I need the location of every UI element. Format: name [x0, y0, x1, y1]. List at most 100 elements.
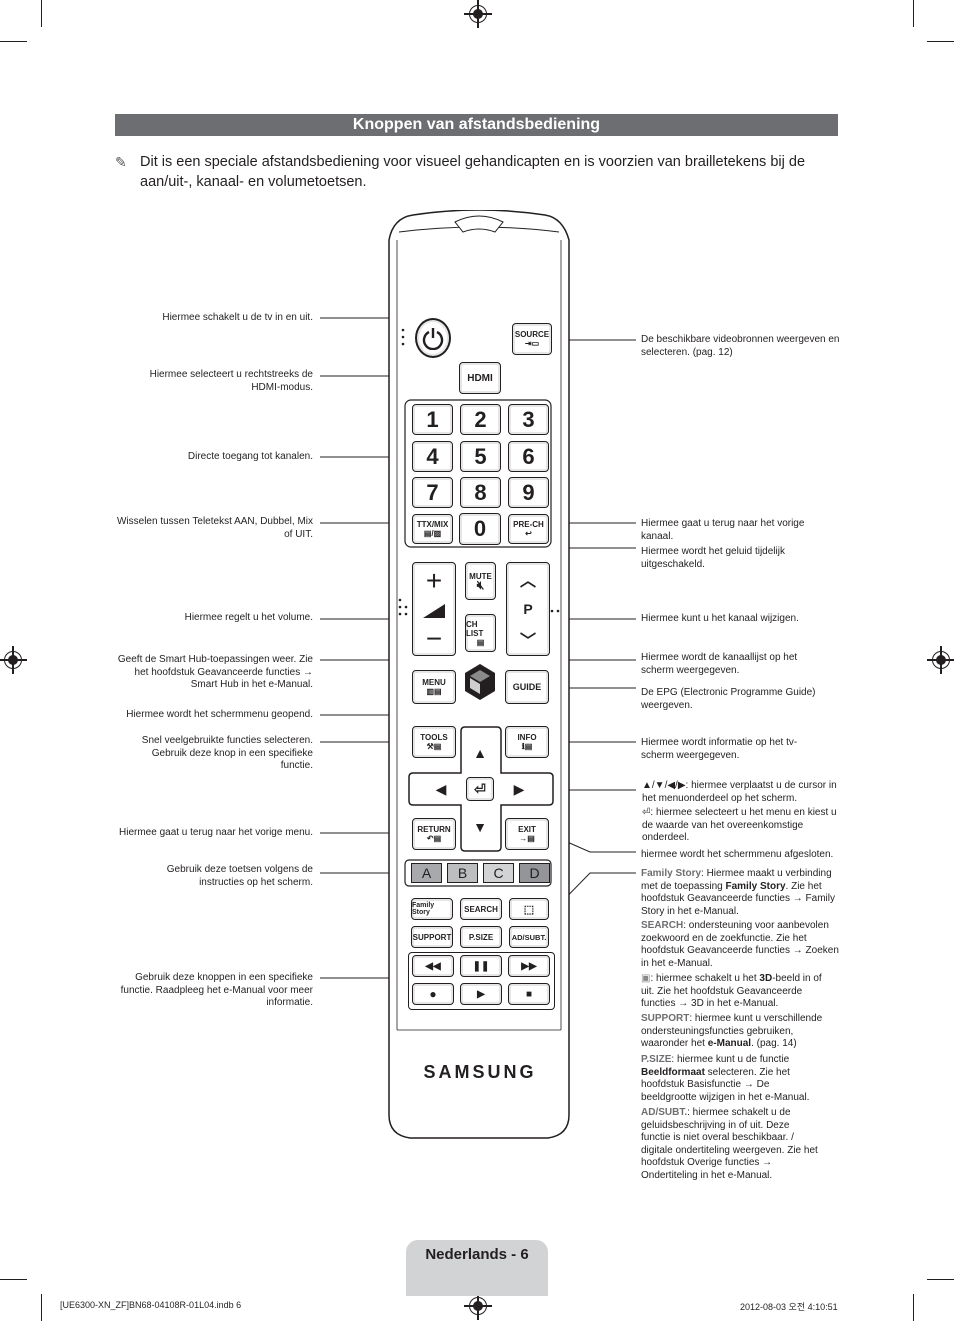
arrow-down-button[interactable]: ▼ — [473, 819, 487, 835]
crop-mark — [41, 1294, 42, 1321]
digit-1-button[interactable]: 1 — [412, 404, 453, 435]
note-pencil-icon: ✎ — [115, 154, 127, 170]
guide-button[interactable]: GUIDE — [505, 670, 549, 704]
label-channel: Hiermee kunt u het kanaal wijzigen. — [641, 613, 799, 624]
label-psize: P.SIZE: hiermee kunt u de functie Beeldf… — [641, 1054, 810, 1103]
label-family-story: Family Story: Hiermee maakt u verbinding… — [641, 868, 835, 917]
ch-list-icon: ▤ — [476, 637, 485, 647]
enter-icon: ⏎ — [474, 780, 486, 797]
play-button[interactable]: ▶ — [460, 983, 502, 1005]
digit-0-button[interactable]: 0 — [459, 513, 501, 545]
tools-icon: ⚒▤ — [426, 742, 442, 751]
page-tab — [406, 1240, 548, 1296]
label-tools: Snel veelgebruikte functies selecteren. … — [141, 735, 313, 771]
label-prech: Hiermee gaat u terug naar het vorige kan… — [641, 518, 805, 542]
color-a-button[interactable]: A — [411, 863, 442, 883]
label-source: De beschikbare videobronnen weergeven en… — [641, 334, 840, 358]
digit-9-button[interactable]: 9 — [508, 477, 549, 508]
pause-button[interactable]: ❚❚ — [460, 955, 502, 977]
return-button[interactable]: RETURN↶▤ — [412, 818, 456, 850]
info-icon: ℹ▤ — [521, 742, 533, 751]
3d-button[interactable]: ⬚ — [509, 898, 549, 920]
enter-button[interactable]: ⏎ — [466, 777, 494, 801]
fast-forward-button[interactable]: ▶▶ — [508, 955, 550, 977]
family-story-button[interactable]: Family Story — [411, 898, 453, 920]
arrow-up-button[interactable]: ▲ — [473, 745, 487, 761]
exit-button[interactable]: EXIT→▤ — [505, 818, 549, 850]
crop-mark — [0, 1279, 27, 1280]
digit-7-button[interactable]: 7 — [412, 477, 453, 508]
volume-up-icon[interactable]: + — [425, 565, 443, 596]
pre-ch-button[interactable]: PRE-CH↩ — [508, 514, 549, 544]
color-c-button[interactable]: C — [483, 863, 514, 883]
tools-button[interactable]: TOOLS⚒▤ — [412, 726, 456, 758]
digit-3-button[interactable]: 3 — [508, 404, 549, 435]
label-arrows: ▲/▼/◀/▶: hiermee verplaatst u de cursor … — [642, 780, 837, 804]
digit-2-button[interactable]: 2 — [460, 404, 501, 435]
label-chlist: Hiermee wordt de kanaallijst op het sche… — [641, 652, 798, 676]
color-d-button[interactable]: D — [519, 863, 550, 883]
menu-icon: ▥▤ — [426, 687, 442, 696]
stop-icon: ■ — [525, 988, 533, 1000]
label-smarthub: Geeft de Smart Hub-toepassingen weer. Zi… — [117, 654, 313, 690]
registration-mark-icon — [464, 1292, 492, 1320]
label-mute: Hiermee wordt het geluid tijdelijk uitge… — [641, 546, 785, 570]
label-power: Hiermee schakelt u de tv in en uit. — [162, 312, 313, 323]
pause-icon: ❚❚ — [472, 960, 490, 972]
power-button[interactable] — [415, 318, 451, 358]
arrow-right-button[interactable]: ▶ — [513, 780, 525, 797]
print-date: 2012-08-03 오전 4:10:51 — [740, 1302, 838, 1312]
digit-8-button[interactable]: 8 — [460, 477, 501, 508]
page-number-label: Nederlands - 6 — [425, 1246, 529, 1263]
volume-level-icon — [423, 604, 445, 618]
channel-up-icon[interactable]: ︿ — [519, 573, 536, 590]
record-icon: ● — [429, 987, 437, 1001]
label-adsubt: AD/SUBT.: hiermee schakelt u de geluidsb… — [641, 1107, 818, 1181]
hdmi-button[interactable]: HDMI — [459, 362, 501, 394]
crop-mark — [41, 0, 42, 27]
label-search: SEARCH: ondersteuning voor aanbevolen zo… — [641, 920, 839, 969]
digit-4-button[interactable]: 4 — [412, 441, 453, 472]
label-return: Hiermee gaat u terug naar het vorige men… — [119, 827, 313, 838]
label-menu: Hiermee wordt het schermmenu geopend. — [126, 709, 313, 720]
crop-mark — [913, 0, 914, 27]
power-icon — [422, 328, 444, 350]
label-3d: ▣: hiermee schakelt u het 3D-beeld in of… — [641, 973, 822, 1009]
search-button[interactable]: SEARCH — [460, 898, 502, 920]
return-icon: ↶▤ — [426, 834, 442, 843]
digit-6-button[interactable]: 6 — [508, 441, 549, 472]
label-ttx: Wisselen tussen Teletekst AAN, Dubbel, M… — [116, 516, 313, 540]
menu-button[interactable]: MENU▥▤ — [412, 670, 456, 704]
p-size-button[interactable]: P.SIZE — [460, 926, 502, 948]
stop-button[interactable]: ■ — [508, 983, 550, 1005]
label-numbers: Directe toegang tot kanalen. — [187, 451, 313, 462]
ad-subt-button[interactable]: AD/SUBT. — [509, 926, 549, 948]
volume-rocker[interactable]: + − — [412, 562, 456, 656]
registration-mark-icon — [464, 0, 492, 28]
mute-icon: 🔇︎ — [476, 578, 485, 592]
color-b-button[interactable]: B — [447, 863, 478, 883]
rewind-button[interactable]: ◀◀ — [412, 955, 454, 977]
digit-5-button[interactable]: 5 — [460, 441, 501, 472]
rewind-icon: ◀◀ — [425, 960, 441, 972]
mute-button[interactable]: MUTE🔇︎ — [465, 562, 496, 600]
ch-list-button[interactable]: CH LIST▤ — [465, 614, 496, 652]
crop-mark — [927, 1279, 954, 1280]
channel-rocker[interactable]: ︿ P ﹀ — [506, 562, 550, 656]
exit-icon: →▤ — [519, 834, 535, 843]
support-button[interactable]: SUPPORT — [411, 926, 453, 948]
label-volume: Hiermee regelt u het volume. — [184, 612, 313, 623]
record-button[interactable]: ● — [412, 983, 454, 1005]
source-icon: ⇥▭ — [524, 339, 540, 348]
intro-note: ✎ Dit is een speciale afstandsbediening … — [115, 152, 845, 192]
arrow-left-button[interactable]: ◀ — [435, 780, 447, 797]
volume-down-icon[interactable]: − — [425, 623, 443, 654]
smart-hub-icon[interactable] — [463, 662, 497, 702]
ttx-icon: ▤/▨ — [423, 529, 442, 538]
prech-icon: ↩ — [525, 529, 532, 538]
fast-forward-icon: ▶▶ — [521, 960, 537, 972]
ttx-mix-button[interactable]: TTX/MIX▤/▨ — [412, 514, 453, 544]
channel-down-icon[interactable]: ﹀ — [519, 633, 536, 650]
source-button[interactable]: SOURCE ⇥▭ — [512, 323, 552, 355]
